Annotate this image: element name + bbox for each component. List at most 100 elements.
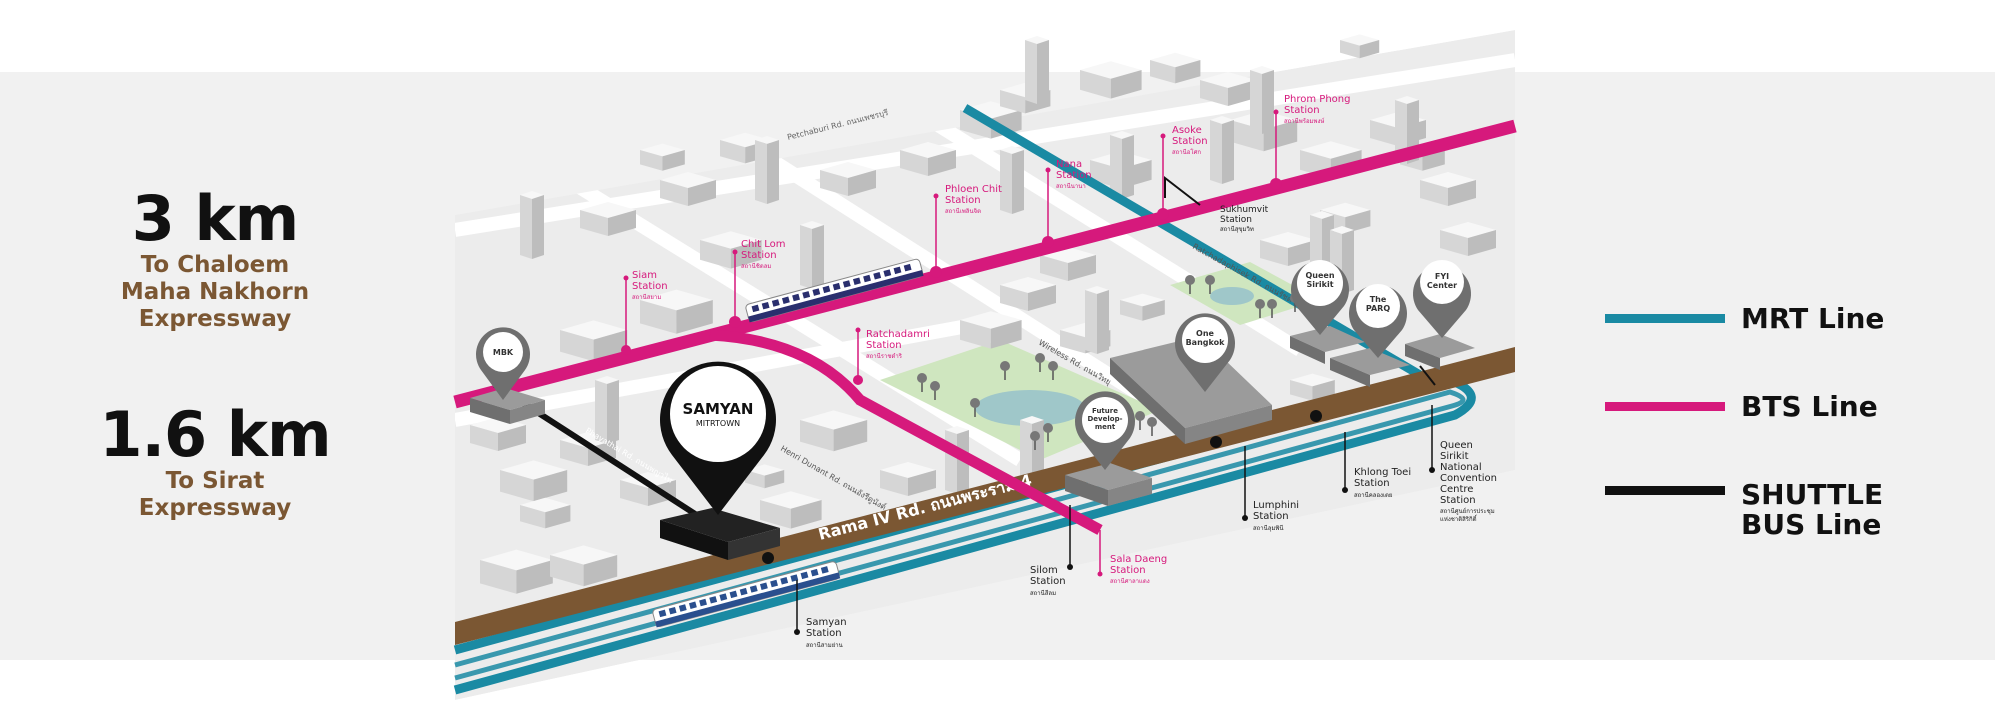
train-window <box>658 609 667 618</box>
train-window <box>792 293 800 302</box>
train-window <box>790 574 799 582</box>
train-window <box>802 291 811 299</box>
samyan-pin-subtitle: MITRTOWN <box>696 419 740 428</box>
tower-building <box>1250 66 1274 134</box>
legend-label: BTS Line <box>1741 390 1878 423</box>
train-window <box>812 288 821 296</box>
mrt-train <box>652 561 841 628</box>
train-window <box>780 577 789 585</box>
train-window <box>709 596 718 604</box>
bts-line <box>453 119 1517 535</box>
tower-building <box>755 136 779 204</box>
train-window <box>820 566 829 574</box>
samyan-mitrtown-pin: SAMYAN MITRTOWN <box>660 361 780 560</box>
train-window <box>822 285 831 294</box>
train-window <box>771 299 780 307</box>
distance-expressway-1: 3 km To Chaloem Maha Nakhorn Expressway <box>90 186 340 333</box>
mbk-pin-label: MBK <box>493 348 514 357</box>
distance-label: To Sirat Expressway <box>138 468 292 521</box>
train-window <box>761 301 770 310</box>
train-window <box>699 598 707 607</box>
train-window <box>852 277 861 285</box>
building <box>1150 52 1201 84</box>
tower-building <box>520 191 544 259</box>
train-window <box>749 585 758 593</box>
road-label-phetchaburi: Petchaburi Rd. ถนนเพชรบุรี <box>786 108 890 142</box>
train-window <box>842 280 851 288</box>
mrt-legend-swatch <box>1605 314 1725 323</box>
train-window <box>688 601 697 609</box>
train-window <box>832 282 841 291</box>
park-pond <box>1210 287 1254 305</box>
train-window <box>893 266 902 275</box>
tower-building <box>1000 146 1024 214</box>
samyan-pin-title: SAMYAN <box>683 400 754 418</box>
park-lake <box>975 390 1085 426</box>
train-window <box>739 587 748 596</box>
bts-train <box>745 258 924 323</box>
train-window <box>903 263 912 272</box>
tower-building <box>800 221 824 289</box>
train-window <box>863 274 871 283</box>
legend-item-bts: BTS Line <box>1605 392 1878 422</box>
tower-building <box>1085 286 1109 354</box>
distance-label: To Chaloem Maha Nakhorn Expressway <box>120 252 310 332</box>
train-window <box>678 604 687 612</box>
train-window <box>883 269 892 277</box>
train-window <box>800 571 809 580</box>
tower-building <box>1210 116 1234 184</box>
train-window <box>770 579 778 588</box>
train-window <box>759 582 768 590</box>
distance-value: 1.6 km <box>99 398 331 471</box>
legend-item-shuttle: SHUTTLE BUS Line <box>1605 480 1883 540</box>
legend-item-mrt: MRT Line <box>1605 304 1884 334</box>
mbk-pin: MBK <box>470 327 545 424</box>
tower-building <box>1025 36 1049 104</box>
train-window <box>668 606 677 615</box>
building <box>640 143 685 171</box>
distance-expressway-2: 1.6 km To Sirat Expressway <box>80 402 350 522</box>
legend-label: SHUTTLE BUS Line <box>1741 478 1884 541</box>
building <box>1340 34 1380 59</box>
train-window <box>873 272 882 280</box>
building <box>1080 61 1142 99</box>
train-window <box>751 304 760 313</box>
legend-label: MRT Line <box>1741 302 1885 335</box>
train-window <box>781 296 790 304</box>
train-window <box>729 590 738 599</box>
